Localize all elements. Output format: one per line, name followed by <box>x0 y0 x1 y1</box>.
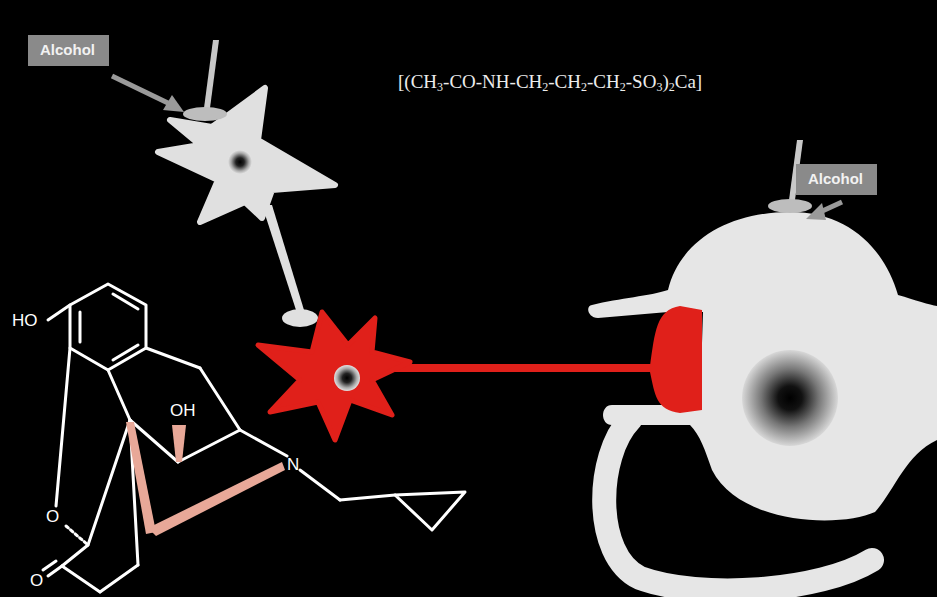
chemical-formula: [(CH3-CO-NH-CH2-CH2-CH2-SO3)2Ca] <box>398 72 702 93</box>
atom-label: OH <box>170 402 196 419</box>
atom-label: O <box>30 572 43 589</box>
red-neuron <box>258 306 702 440</box>
alcohol-label-box: Alcohol <box>796 164 877 195</box>
atom-label: O <box>46 508 59 525</box>
presynaptic-neuron <box>158 88 335 327</box>
box-text: Alcohol <box>40 41 97 58</box>
alcohol-synapse <box>112 40 227 121</box>
box-text: Alcohol <box>808 170 865 187</box>
postsynaptic-neuron <box>588 212 937 590</box>
atom-label: N <box>287 456 299 473</box>
wedge-bond <box>126 422 285 536</box>
chemical-structure <box>43 284 465 592</box>
alcohol-label-box: Alcohol <box>28 35 109 66</box>
atom-label: HO <box>12 312 38 329</box>
